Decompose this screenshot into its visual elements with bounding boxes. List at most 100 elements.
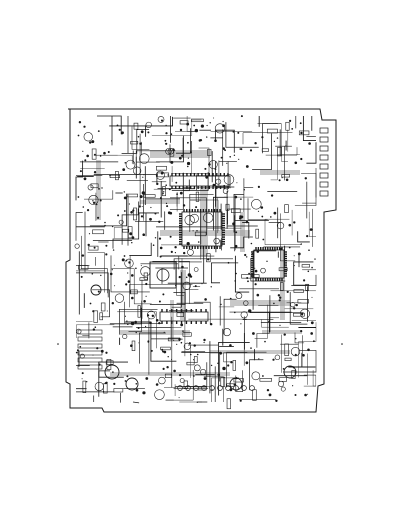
trace-7 xyxy=(264,218,301,245)
via-312 xyxy=(124,380,127,382)
ic-qfp-right-pin-bot-10 xyxy=(278,278,281,281)
trace-131 xyxy=(81,235,108,294)
via-213 xyxy=(262,375,264,377)
trace-252 xyxy=(226,351,267,388)
via-137 xyxy=(104,224,106,227)
resistor-59 xyxy=(143,272,148,280)
via-232 xyxy=(176,343,178,345)
trace-15 xyxy=(265,147,298,156)
via-303 xyxy=(111,269,113,271)
ic-qfp-right-pin-right-1 xyxy=(284,253,287,255)
ic-qfp-left-pin-bot-1 xyxy=(186,246,188,249)
via-189 xyxy=(99,199,102,202)
via-113 xyxy=(272,358,275,361)
capacitor-147 xyxy=(274,354,281,361)
capacitor-113 xyxy=(299,308,310,319)
via-90 xyxy=(282,368,285,370)
ic-qfp-right-pin-top-6 xyxy=(269,247,271,250)
trace-103 xyxy=(129,284,193,308)
trace-fill-0 xyxy=(150,150,210,158)
via-112 xyxy=(145,325,147,328)
ic-qfp-left-pin-left-2 xyxy=(179,217,182,220)
via-310 xyxy=(313,340,315,343)
via-133 xyxy=(123,255,126,257)
capacitor-127 xyxy=(222,328,231,337)
trace-100 xyxy=(178,255,215,270)
trace-85 xyxy=(227,208,251,225)
via-246 xyxy=(240,198,242,200)
via-193 xyxy=(278,299,281,302)
capacitor-103 xyxy=(276,222,285,230)
via-163 xyxy=(77,196,80,198)
connector-right-pin-7 xyxy=(319,190,329,197)
connector-bottom-pin-8 xyxy=(241,385,247,391)
pad-63 xyxy=(303,279,306,282)
via-7 xyxy=(170,250,173,253)
ic-qfp-left-pin-bot-11 xyxy=(213,246,216,249)
pad-13 xyxy=(291,127,294,130)
resistor-34 xyxy=(261,148,269,152)
via-141 xyxy=(97,216,100,219)
via-291 xyxy=(165,132,168,135)
pad-49 xyxy=(86,154,89,158)
via-42 xyxy=(203,341,205,344)
trace-155 xyxy=(234,215,269,252)
ic-qfp-left-body xyxy=(181,211,223,247)
pad-132 xyxy=(256,250,260,253)
via-198 xyxy=(97,290,100,293)
ic-dip-upper-pin-bot-14 xyxy=(223,186,225,189)
ic-qfp-right-pin-left-4 xyxy=(251,260,254,262)
via-251 xyxy=(167,356,169,358)
via-86 xyxy=(250,242,253,245)
trace-259 xyxy=(291,274,317,286)
ic-qfp-left-pin-top-6 xyxy=(199,209,202,212)
capacitor-1 xyxy=(280,386,286,392)
ic-dip-upper-pin-bot-1 xyxy=(175,186,177,189)
via-9 xyxy=(293,307,296,310)
trace-44 xyxy=(242,132,293,145)
trace-fill-14 xyxy=(262,330,302,334)
trace-63 xyxy=(210,129,224,166)
via-307 xyxy=(308,249,310,251)
ic-dip-upper-pin-bot-6 xyxy=(193,186,196,189)
capacitor-145 xyxy=(145,121,152,129)
trace-214 xyxy=(303,370,316,387)
ic-qfp-right-pin-bot-7 xyxy=(271,278,274,281)
via-245 xyxy=(238,158,240,160)
via-319 xyxy=(209,122,211,124)
via-33 xyxy=(126,320,128,322)
ic-qfp-left-pin-right-6 xyxy=(222,227,225,229)
ic-dip-upper-pin-bot-2 xyxy=(178,186,181,189)
via-279 xyxy=(304,177,307,180)
capacitor-108 xyxy=(183,342,191,350)
resistor-152 xyxy=(82,380,87,393)
ic-qfp-right-pin-left-9 xyxy=(251,270,254,273)
ic-qfp-left-pin-left-10 xyxy=(179,236,182,238)
via-301 xyxy=(93,246,96,249)
ic-dip-upper-pin-bot-13 xyxy=(219,186,222,189)
via-280 xyxy=(283,333,286,336)
via-242 xyxy=(77,134,80,137)
ic-qfp-left-pin-top-10 xyxy=(210,209,213,212)
pad-128 xyxy=(142,391,146,395)
via-306 xyxy=(307,393,309,395)
via-102 xyxy=(249,149,253,152)
ic-qfp-right-pin-left-3 xyxy=(251,257,254,260)
via-238 xyxy=(229,156,231,158)
via-119 xyxy=(254,142,257,145)
ic-dip-upper-pin-top-7 xyxy=(197,173,199,176)
ic-qfp-right-pin-top-2 xyxy=(260,247,262,250)
via-165 xyxy=(279,296,282,299)
trace-51 xyxy=(167,246,207,284)
heatsink-hole xyxy=(156,268,170,282)
stack-left-0 xyxy=(77,329,103,335)
via-286 xyxy=(87,243,90,247)
trace-241 xyxy=(109,116,173,127)
trace-220 xyxy=(212,196,228,231)
via-77 xyxy=(135,388,139,392)
trace-80 xyxy=(151,119,202,136)
via-120 xyxy=(150,206,152,209)
trace-0 xyxy=(76,324,115,338)
via-39 xyxy=(113,382,116,385)
via-132 xyxy=(183,251,186,255)
